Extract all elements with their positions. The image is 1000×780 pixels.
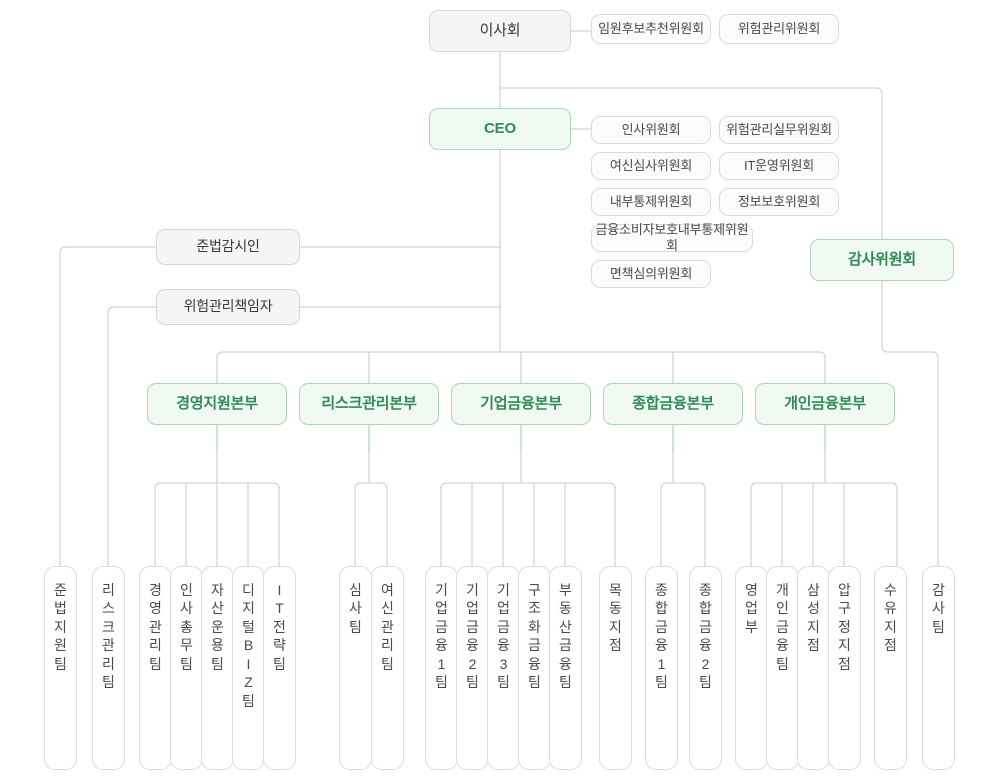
node-team-audit[interactable]: 감 사 팀	[922, 566, 955, 770]
node-label: 디 지 털 B I Z 팀	[242, 582, 255, 709]
node-risk-management-officer[interactable]: 위험관리책임자	[156, 289, 300, 325]
node-label: 기 업 금 융 2 팀	[466, 582, 479, 691]
node-division-management-support[interactable]: 경영지원본부	[147, 383, 287, 425]
node-label: 이사회	[479, 21, 521, 39]
node-label: 정보보호위원회	[737, 193, 821, 209]
node-label: 수 유 지 점	[884, 582, 897, 654]
node-label: 구 조 화 금 융 팀	[528, 582, 541, 691]
node-label: 압 구 정 지 점	[838, 582, 851, 672]
node-team-compliance-support[interactable]: 준 법 지 원 팀	[44, 566, 77, 770]
node-label: 리스크관리본부	[321, 394, 417, 412]
node-label: 심 사 팀	[349, 582, 362, 635]
node-label: 기 업 금 융 1 팀	[435, 582, 448, 691]
node-label: 준법감시인	[196, 238, 260, 255]
node-label: 준 법 지 원 팀	[54, 582, 67, 672]
node-label: 영 업 부	[745, 582, 758, 635]
node-team-comprehensive-finance-1[interactable]: 종 합 금 융 1 팀	[645, 566, 678, 770]
node-label: 인사위원회	[621, 121, 681, 137]
node-label: 목 동 지 점	[609, 582, 622, 654]
node-branch-samseong[interactable]: 삼 성 지 점	[797, 566, 830, 770]
node-label: 경 영 관 리 팀	[149, 582, 162, 672]
node-committee-info-security[interactable]: 정보보호위원회	[719, 188, 839, 216]
node-label: 종합금융본부	[632, 394, 714, 412]
node-team-hr-general-affairs[interactable]: 인 사 총 무 팀	[170, 566, 203, 770]
node-team-real-estate-finance[interactable]: 부 동 산 금 융 팀	[549, 566, 582, 770]
node-label: 여 신 관 리 팀	[381, 582, 394, 672]
node-label: 경영지원본부	[176, 394, 258, 412]
node-team-credit-review[interactable]: 심 사 팀	[339, 566, 372, 770]
node-committee-consumer-protection-internal-control[interactable]: 금융소비자보호내부통제위원회	[591, 221, 753, 253]
node-team-credit-management[interactable]: 여 신 관 리 팀	[371, 566, 404, 770]
node-team-retail-finance[interactable]: 개 인 금 융 팀	[766, 566, 799, 770]
node-team-corporate-finance-2[interactable]: 기 업 금 융 2 팀	[456, 566, 489, 770]
node-ceo[interactable]: CEO	[429, 108, 571, 150]
node-team-structured-finance[interactable]: 구 조 화 금 융 팀	[518, 566, 551, 770]
node-division-risk-management[interactable]: 리스크관리본부	[299, 383, 439, 425]
node-branch-suyu[interactable]: 수 유 지 점	[874, 566, 907, 770]
node-label: 개인금융본부	[784, 394, 866, 412]
node-team-risk-management[interactable]: 리 스 크 관 리 팀	[92, 566, 125, 770]
node-label: 리 스 크 관 리 팀	[102, 582, 115, 691]
node-label: 종 합 금 융 1 팀	[655, 582, 668, 691]
node-branch-apgujeong[interactable]: 압 구 정 지 점	[828, 566, 861, 770]
node-committee-exemption-review[interactable]: 면책심의위원회	[591, 260, 711, 288]
node-committee-risk-working[interactable]: 위험관리실무위원회	[719, 116, 839, 144]
node-label: 위험관리실무위원회	[726, 121, 832, 137]
node-label: 감사위원회	[847, 250, 916, 268]
node-team-comprehensive-finance-2[interactable]: 종 합 금 융 2 팀	[689, 566, 722, 770]
node-team-sales[interactable]: 영 업 부	[735, 566, 768, 770]
node-label: 위험관리책임자	[183, 298, 273, 315]
node-label: 금융소비자보호내부통제위원회	[595, 221, 749, 253]
node-team-corporate-finance-1[interactable]: 기 업 금 융 1 팀	[425, 566, 458, 770]
node-team-asset-management[interactable]: 자 산 운 용 팀	[201, 566, 234, 770]
node-label: I T 전 략 팀	[273, 582, 286, 672]
node-division-comprehensive-finance[interactable]: 종합금융본부	[603, 383, 743, 425]
node-compliance-officer[interactable]: 준법감시인	[156, 229, 300, 265]
node-board-of-directors[interactable]: 이사회	[429, 10, 571, 52]
node-team-corporate-finance-3[interactable]: 기 업 금 융 3 팀	[487, 566, 520, 770]
node-label: 감 사 팀	[932, 582, 945, 635]
node-label: IT운영위원회	[744, 157, 814, 173]
node-committee-hr[interactable]: 인사위원회	[591, 116, 711, 144]
node-committee-risk-management[interactable]: 위험관리위원회	[719, 14, 839, 44]
node-label: 위험관리위원회	[737, 20, 821, 36]
node-label: 기업금융본부	[480, 394, 562, 412]
node-audit-committee[interactable]: 감사위원회	[810, 239, 954, 281]
node-label: 내부통제위원회	[609, 193, 693, 209]
node-team-management-planning[interactable]: 경 영 관 리 팀	[139, 566, 172, 770]
node-label: 인 사 총 무 팀	[180, 582, 193, 672]
node-label: 종 합 금 융 2 팀	[699, 582, 712, 691]
node-label: 개 인 금 융 팀	[776, 582, 789, 672]
node-committee-it-operation[interactable]: IT운영위원회	[719, 152, 839, 180]
node-branch-mokdong[interactable]: 목 동 지 점	[599, 566, 632, 770]
node-label: 여신심사위원회	[609, 157, 693, 173]
node-label: 임원후보추천위원회	[598, 20, 704, 36]
node-label: 부 동 산 금 융 팀	[559, 582, 572, 691]
node-division-retail-finance[interactable]: 개인금융본부	[755, 383, 895, 425]
node-committee-nomination[interactable]: 임원후보추천위원회	[591, 14, 711, 44]
node-label: 면책심의위원회	[609, 265, 693, 281]
node-team-it-strategy[interactable]: I T 전 략 팀	[263, 566, 296, 770]
node-division-corporate-finance[interactable]: 기업금융본부	[451, 383, 591, 425]
node-committee-internal-control[interactable]: 내부통제위원회	[591, 188, 711, 216]
node-label: 자 산 운 용 팀	[211, 582, 224, 672]
node-label: CEO	[484, 119, 516, 137]
node-label: 삼 성 지 점	[807, 582, 820, 654]
node-team-digital-biz[interactable]: 디 지 털 B I Z 팀	[232, 566, 265, 770]
node-label: 기 업 금 융 3 팀	[497, 582, 510, 691]
node-committee-credit-review[interactable]: 여신심사위원회	[591, 152, 711, 180]
